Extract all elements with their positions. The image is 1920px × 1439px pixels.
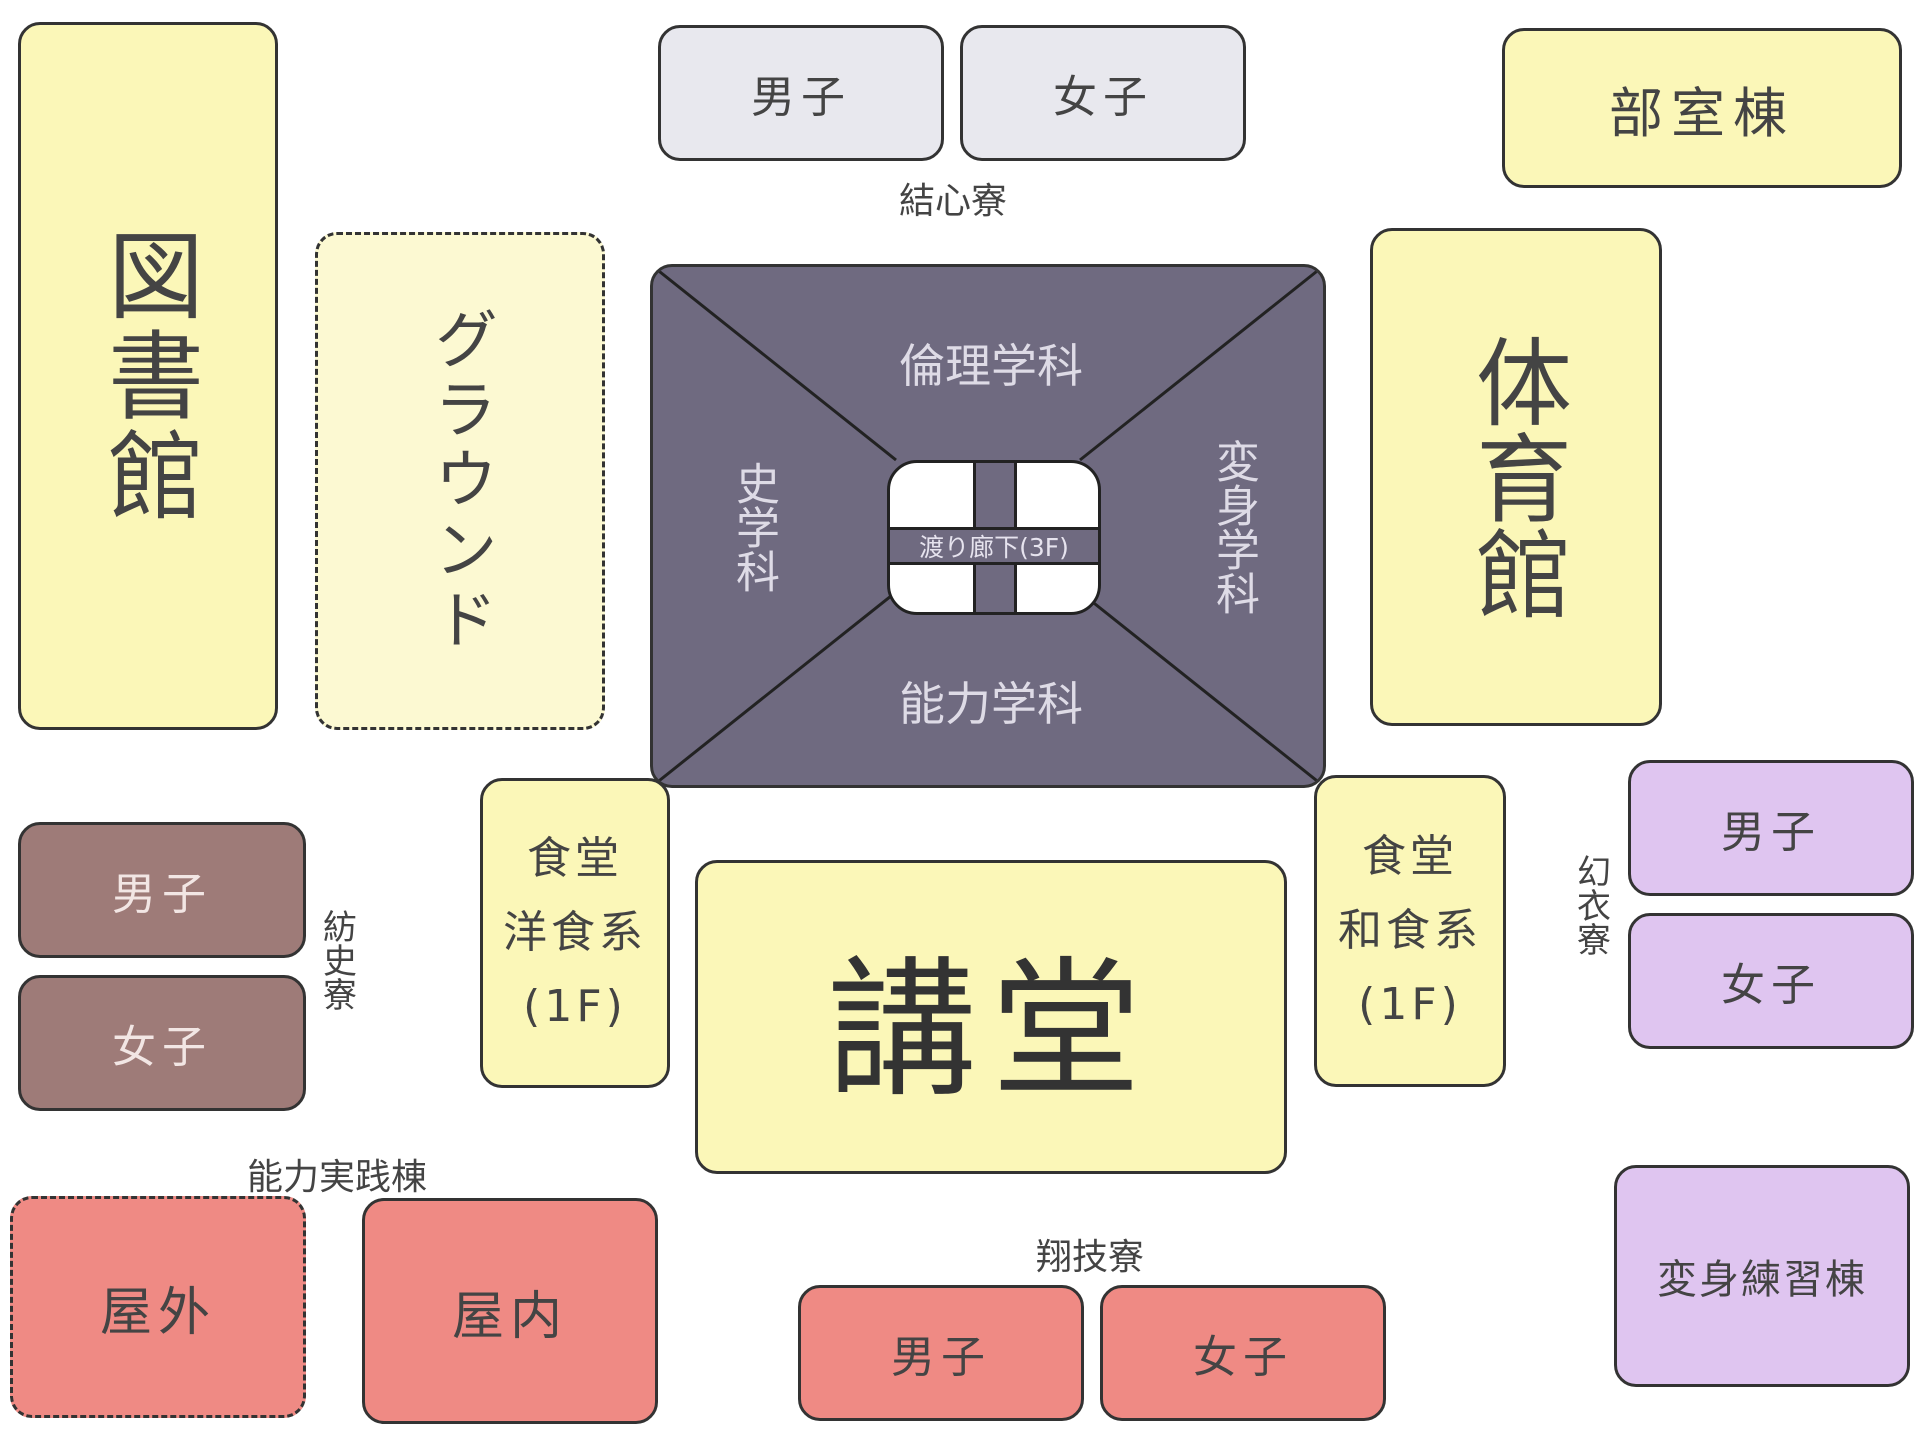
cafeteria-japanese[interactable]: 食堂 和食系 (1F) xyxy=(1314,775,1506,1087)
ground-label: グラウンド xyxy=(423,306,497,656)
ability-department-label: 能力学科 xyxy=(899,677,1083,731)
outdoor-label: 屋外 xyxy=(99,1282,216,1343)
ability-practice-indoor[interactable]: 屋内 xyxy=(362,1198,658,1424)
gen-i-female-label: 女子 xyxy=(1721,960,1821,1011)
boshi-dorm-female[interactable]: 女子 xyxy=(18,975,306,1111)
shougi-dorm-name: 翔技寮 xyxy=(1035,1237,1144,1278)
center-building[interactable]: 倫理学科 能力学科 史学科 変身学科 渡り廊下(3F) xyxy=(650,264,1326,788)
shougi-female-label: 女子 xyxy=(1193,1332,1293,1383)
cafeteria-japanese-line2: 和食系 xyxy=(1338,905,1482,956)
library-label: 図書館 xyxy=(91,226,204,526)
ability-practice-name: 能力実践棟 xyxy=(246,1157,427,1198)
diagonal-tr xyxy=(1079,267,1323,462)
library-building[interactable]: 図書館 xyxy=(18,22,278,730)
cafeteria-japanese-line3: (1F) xyxy=(1358,979,1462,1030)
boshi-female-label: 女子 xyxy=(112,1022,212,1073)
kesshin-dorm-name: 結心寮 xyxy=(898,181,1007,222)
gymnasium-label: 体育館 xyxy=(1459,333,1572,621)
corridor-horizontal xyxy=(890,527,1098,565)
cafeteria-japanese-line1: 食堂 xyxy=(1362,831,1458,882)
gen-i-male-label: 男子 xyxy=(1721,807,1821,858)
corridor-label: 渡り廊下(3F) xyxy=(919,533,1069,562)
boshi-dorm-name: 紡史寮 xyxy=(316,909,357,1011)
auditorium-label: 講堂 xyxy=(826,943,1155,1118)
gen-i-dorm-male[interactable]: 男子 xyxy=(1628,760,1914,896)
boshi-dorm-male[interactable]: 男子 xyxy=(18,822,306,958)
cafeteria-western-line2: 洋食系 xyxy=(503,907,647,958)
diagonal-tl xyxy=(653,267,897,462)
cafeteria-western-line1: 食堂 xyxy=(527,833,623,884)
shougi-dorm-female[interactable]: 女子 xyxy=(1100,1285,1386,1421)
club-building-label: 部室棟 xyxy=(1609,81,1795,145)
shougi-male-label: 男子 xyxy=(891,1332,991,1383)
boshi-male-label: 男子 xyxy=(112,869,212,920)
shougi-dorm-male[interactable]: 男子 xyxy=(798,1285,1084,1421)
courtyard-block: 渡り廊下(3F) xyxy=(887,460,1101,615)
kesshin-dorm-male[interactable]: 男子 xyxy=(658,25,944,161)
cafeteria-western[interactable]: 食堂 洋食系 (1F) xyxy=(480,778,670,1088)
center-diagonals xyxy=(653,267,1323,785)
diagonal-br xyxy=(1079,590,1323,785)
gymnasium-building[interactable]: 体育館 xyxy=(1370,228,1662,726)
gen-i-dorm-name: 幻衣寮 xyxy=(1570,854,1611,956)
ground-area[interactable]: グラウンド xyxy=(315,232,605,730)
ability-practice-outdoor[interactable]: 屋外 xyxy=(10,1196,306,1418)
diagonal-bl xyxy=(653,590,897,785)
club-building[interactable]: 部室棟 xyxy=(1502,28,1902,188)
auditorium-building[interactable]: 講堂 xyxy=(695,860,1287,1174)
ethics-department-label: 倫理学科 xyxy=(899,339,1083,393)
indoor-label: 屋内 xyxy=(451,1286,568,1347)
transformation-department-label: 変身学科 xyxy=(1208,439,1259,615)
kesshin-male-label: 男子 xyxy=(751,72,851,123)
gen-i-dorm-female[interactable]: 女子 xyxy=(1628,913,1914,1049)
transform-practice-building[interactable]: 変身練習棟 xyxy=(1614,1165,1910,1387)
transform-practice-label: 変身練習棟 xyxy=(1657,1257,1867,1303)
kesshin-female-label: 女子 xyxy=(1053,72,1153,123)
cafeteria-western-line3: (1F) xyxy=(523,981,627,1032)
history-department-label: 史学科 xyxy=(728,461,779,593)
kesshin-dorm-female[interactable]: 女子 xyxy=(960,25,1246,161)
